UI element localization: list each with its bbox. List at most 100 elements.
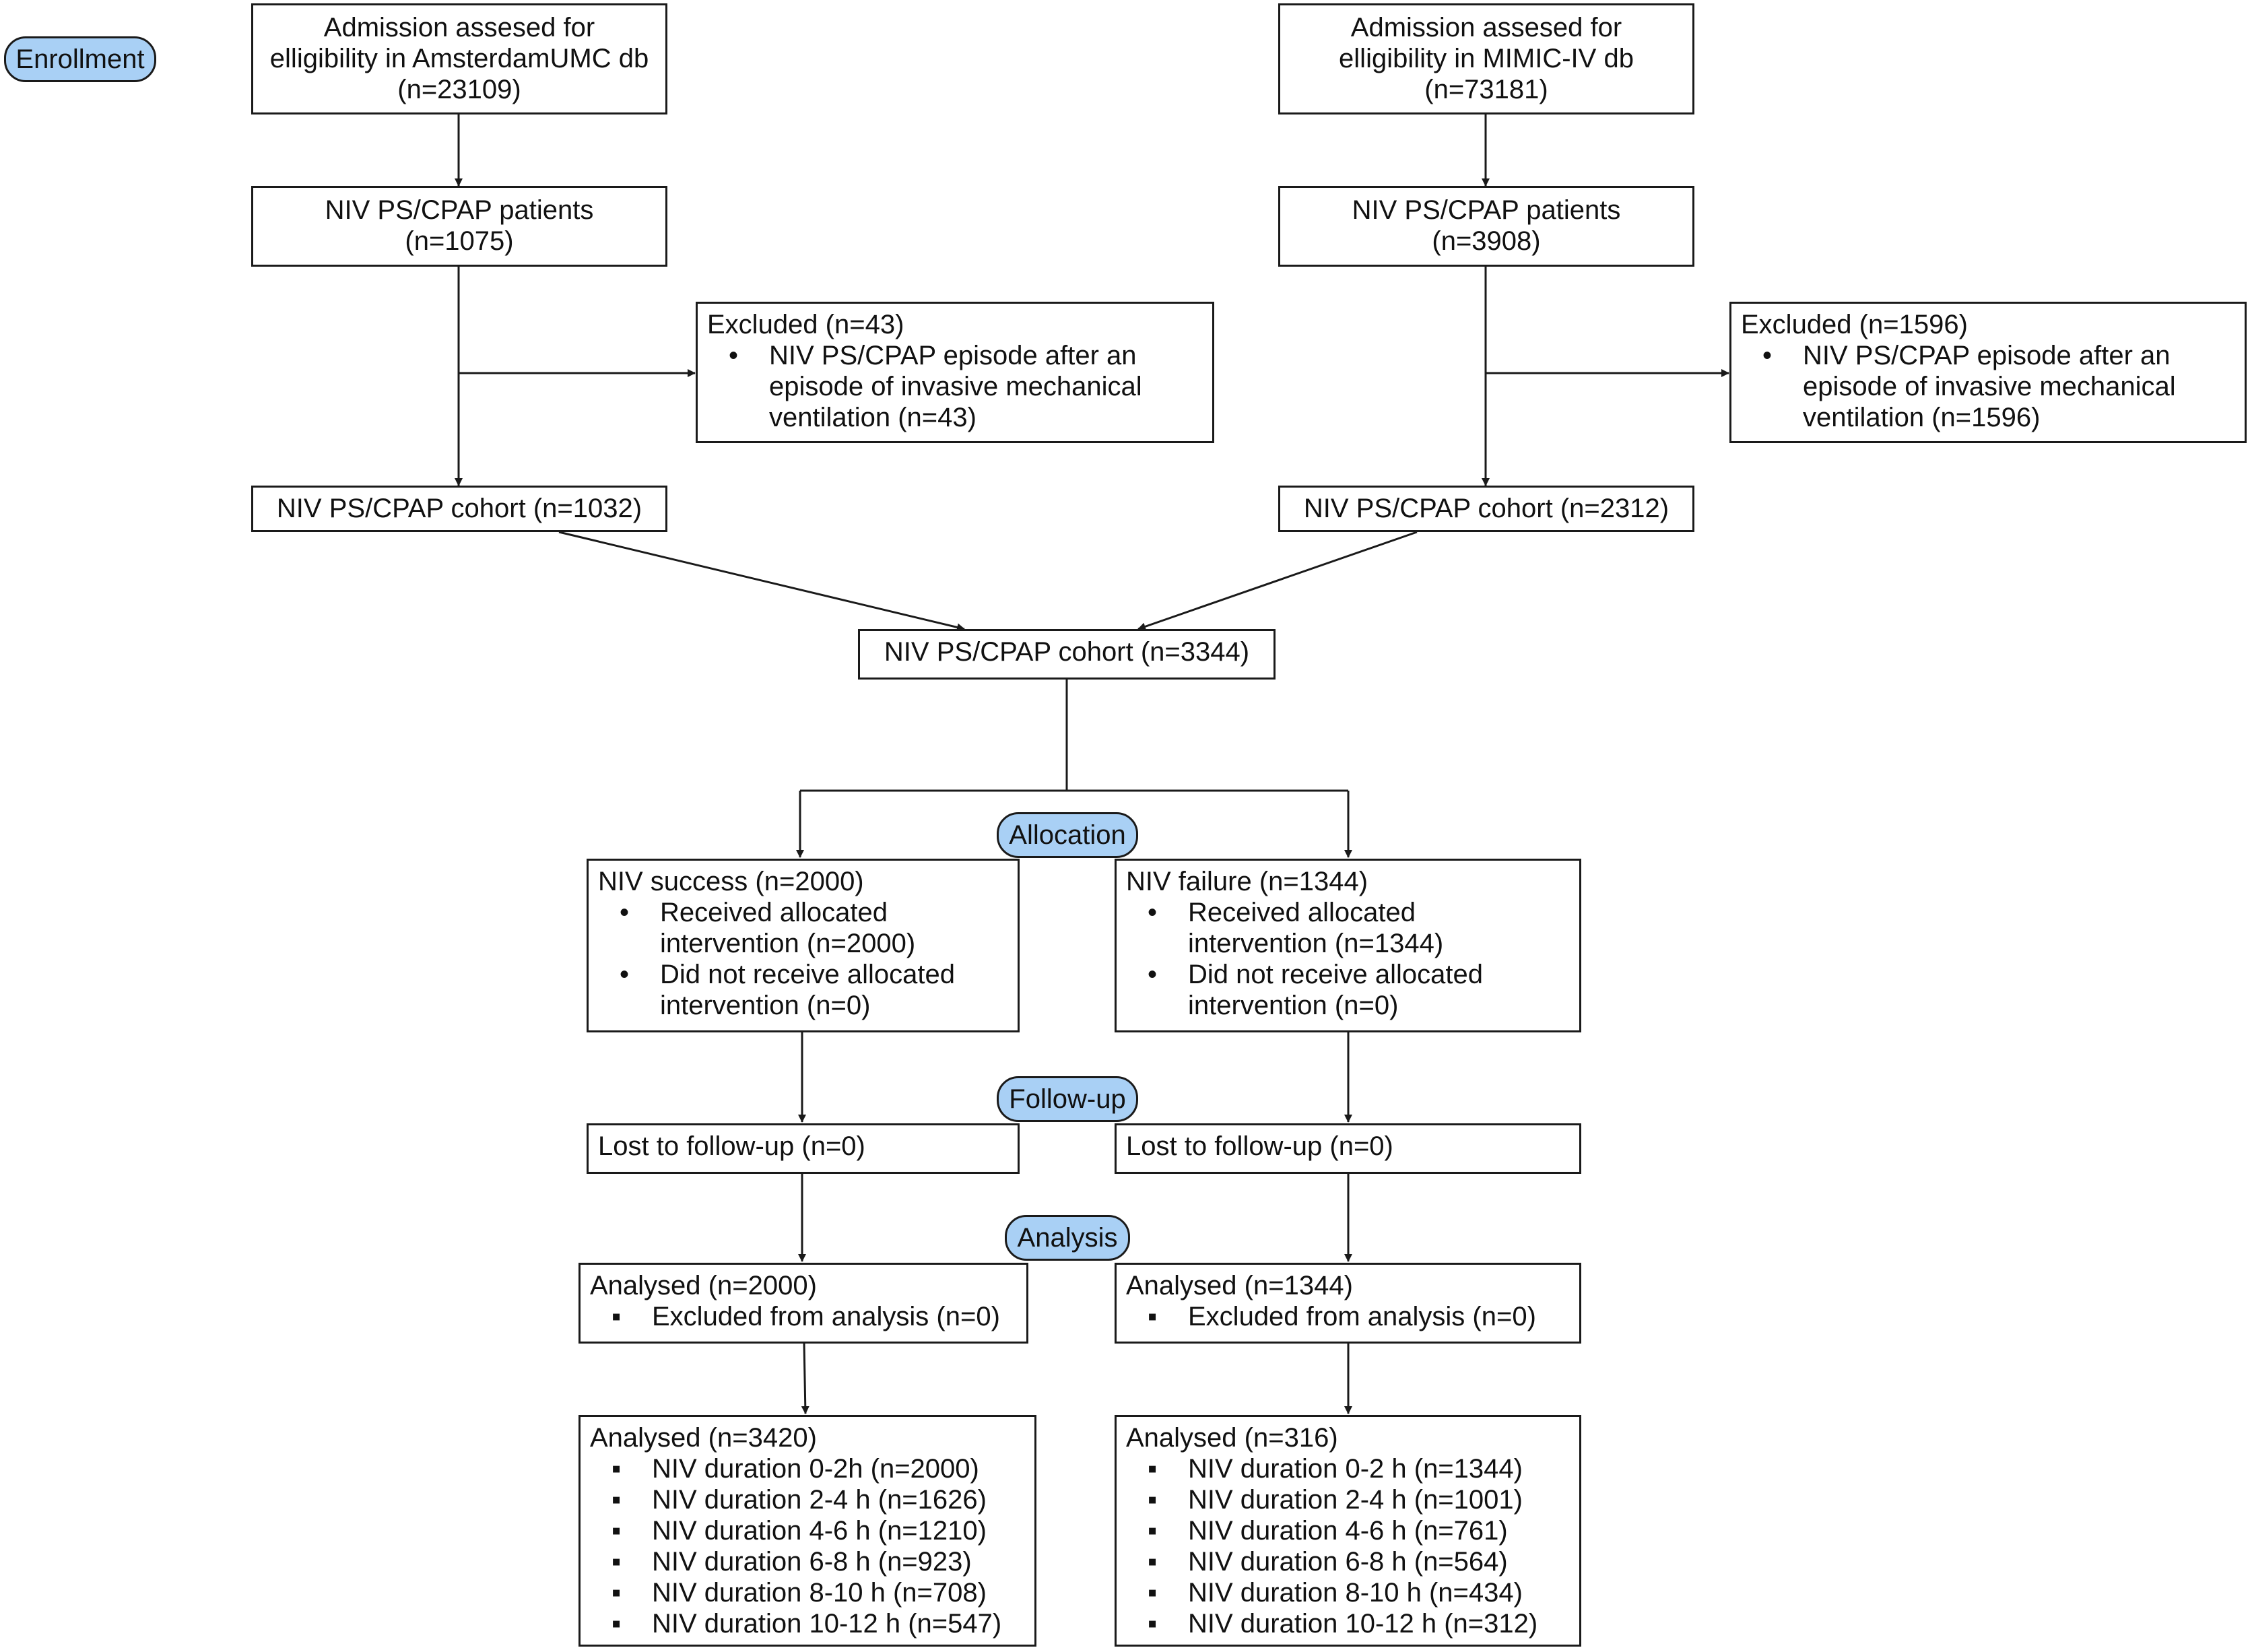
bullet-icon: • [620,898,630,927]
list-item-line: NIV PS/CPAP episode after an [1803,341,2171,370]
list-item: ▪NIV duration 4-6 h (n=1210) [590,1515,1025,1546]
list-item-line: intervention (n=0) [660,991,871,1020]
mimic-excluded-box: Excluded (n=1596) • NIV PS/CPAP episode … [1729,302,2247,443]
list-item-line: NIV duration 6-8 h (n=923) [652,1547,972,1577]
list-item-line: ventilation (n=43) [769,403,977,432]
list-item-line: NIV duration 2-4 h (n=1001) [1188,1485,1523,1515]
mimic-excluded-list: • NIV PS/CPAP episode after an episode o… [1741,340,2235,433]
mimic-admission-line: Admission assesed for [1350,13,1622,42]
list-item-line: intervention (n=2000) [660,929,916,958]
list-item-line: Received allocated [1188,898,1416,927]
list-item: ▪ NIV duration 2-4 h (n=1001) [1126,1484,1570,1515]
list-item-line: episode of invasive mechanical [1803,372,2176,401]
bullet-icon: ▪ [611,1302,622,1331]
success-analysed-box: Analysed (n=2000) ▪ Excluded from analys… [578,1263,1028,1344]
connector-amsterdam-cohort-to-combined [558,531,965,632]
failure-allocation-title: NIV failure (n=1344) [1126,867,1368,896]
stage-allocation: Allocation [997,812,1138,858]
amsterdam-admission-line: elligibility in AmsterdamUMC db [269,44,649,73]
list-item: ▪ Excluded from analysis (n=0) [1126,1301,1570,1332]
success-analysed-title: Analysed (n=2000) [590,1271,817,1300]
list-item: ▪NIV duration 6-8 h (n=564) [1126,1546,1570,1577]
success-allocation-box: NIV success (n=2000) • Received allocate… [587,859,1020,1032]
bullet-icon: ▪ [611,1454,622,1484]
failure-duration-title: Analysed (n=316) [1126,1423,1338,1453]
list-item-line: NIV duration 8-10 h (n=708) [652,1578,987,1608]
bullet-icon: ▪ [611,1547,622,1577]
list-item-line: NIV duration 0-2 h (n=1344) [1188,1454,1523,1484]
amsterdam-admission-line: (n=23109) [397,75,521,104]
failure-allocation-list: • Received allocated intervention (n=134… [1126,897,1570,1021]
bullet-icon: ▪ [1148,1547,1158,1577]
list-item: ▪NIV duration 10-12 h (n=312) [1126,1608,1570,1639]
failure-lost-label: Lost to follow-up (n=0) [1126,1131,1393,1161]
list-item-line: Did not receive allocated [660,960,956,989]
bullet-icon: ▪ [1148,1302,1158,1331]
amsterdam-patients-box: NIV PS/CPAP patients (n=1075) [251,186,667,267]
list-item-line: intervention (n=1344) [1188,929,1444,958]
mimic-patients-line: (n=3908) [1432,226,1541,256]
bullet-icon: ▪ [1148,1609,1158,1639]
amsterdam-cohort-box: NIV PS/CPAP cohort (n=1032) [251,486,667,532]
success-duration-list: ▪NIV duration 0-2h (n=2000) ▪NIV duratio… [590,1453,1025,1639]
success-lost-box: Lost to follow-up (n=0) [587,1123,1020,1174]
failure-lost-box: Lost to follow-up (n=0) [1115,1123,1581,1174]
list-item: ▪ NIV duration 8-10 h (n=708) [590,1577,1025,1608]
bullet-icon: • [620,960,630,989]
bullet-icon: ▪ [1148,1516,1158,1546]
mimic-excluded-title: Excluded (n=1596) [1741,310,1968,339]
amsterdam-excluded-list: • NIV PS/CPAP episode after an episode o… [707,340,1203,433]
list-item-line: Excluded from analysis (n=0) [1188,1302,1536,1331]
failure-duration-box: Analysed (n=316) ▪ NIV duration 0-2 h (n=… [1115,1415,1581,1647]
list-item: ▪ NIV duration 0-2h (n=2000) [590,1453,1025,1484]
amsterdam-patients-line: (n=1075) [405,226,514,256]
connector-mimic-cohort-to-combined [1137,531,1418,631]
amsterdam-cohort-label: NIV PS/CPAP cohort (n=1032) [276,494,642,523]
list-item: ▪ NIV duration 2-4 h (n=1626) [590,1484,1025,1515]
list-item: • NIV PS/CPAP episode after an episode o… [707,340,1203,433]
list-item: • Received allocated intervention (n=200… [598,897,1008,959]
stage-analysis: Analysis [1005,1215,1130,1261]
success-lost-label: Lost to follow-up (n=0) [598,1131,865,1161]
success-duration-box: Analysed (n=3420) ▪ NIV duration 0-2h (n=… [578,1415,1036,1647]
amsterdam-patients-line: NIV PS/CPAP patients [325,195,594,225]
list-item-line: intervention (n=0) [1188,991,1399,1020]
list-item-line: ventilation (n=1596) [1803,403,2041,432]
success-duration-title: Analysed (n=3420) [590,1423,817,1453]
list-item-line: Received allocated [660,898,888,927]
list-item: ▪ NIV duration 0-2 h (n=1344) [1126,1453,1570,1484]
bullet-icon: • [1762,341,1773,370]
failure-analysed-list: ▪ Excluded from analysis (n=0) [1126,1301,1570,1332]
connector-combined-to-groups [800,680,1068,792]
amsterdam-excluded-title: Excluded (n=43) [707,310,904,339]
success-allocation-list: • Received allocated intervention (n=200… [598,897,1008,1021]
bullet-icon: ▪ [611,1578,622,1608]
bullet-icon: ▪ [611,1516,622,1546]
mimic-admission-line: elligibility in MIMIC-IV db [1339,44,1634,73]
bullet-icon: ▪ [611,1485,622,1515]
mimic-admission-box: Admission assesed for elligibility in MI… [1278,3,1694,114]
bullet-icon: ▪ [1148,1454,1158,1484]
list-item-line: NIV duration 0-2h (n=2000) [652,1454,979,1484]
mimic-patients-box: NIV PS/CPAP patients (n=3908) [1278,186,1694,267]
bullet-icon: ▪ [1148,1485,1158,1515]
bullet-icon: ▪ [611,1609,622,1639]
amsterdam-admission-box: Admission assesed for elligibility in Am… [251,3,667,114]
mimic-cohort-box: NIV PS/CPAP cohort (n=2312) [1278,486,1694,532]
stage-enrollment: Enrollment [4,36,156,82]
failure-duration-list: ▪NIV duration 0-2 h (n=1344) ▪NIV durati… [1126,1453,1570,1639]
success-allocation-title: NIV success (n=2000) [598,867,864,896]
list-item: • NIV PS/CPAP episode after an episode o… [1741,340,2235,433]
failure-allocation-box: NIV failure (n=1344) • Received allocate… [1115,859,1581,1032]
list-item-line: NIV duration 2-4 h (n=1626) [652,1485,987,1515]
bullet-icon: • [1148,960,1158,989]
list-item: ▪ NIV duration 6-8 h (n=923) [590,1546,1025,1577]
list-item-line: Did not receive allocated [1188,960,1484,989]
amsterdam-excluded-box: Excluded (n=43) • NIV PS/CPAP episode af… [696,302,1214,443]
list-item-line: episode of invasive mechanical [769,372,1142,401]
list-item: ▪ Excluded from analysis (n=0) [590,1301,1017,1332]
combined-cohort-box: NIV PS/CPAP cohort (n=3344) [858,629,1276,680]
failure-analysed-box: Analysed (n=1344) ▪ Excluded from analys… [1115,1263,1581,1344]
list-item: • Did not receive allocated intervention… [598,959,1008,1021]
